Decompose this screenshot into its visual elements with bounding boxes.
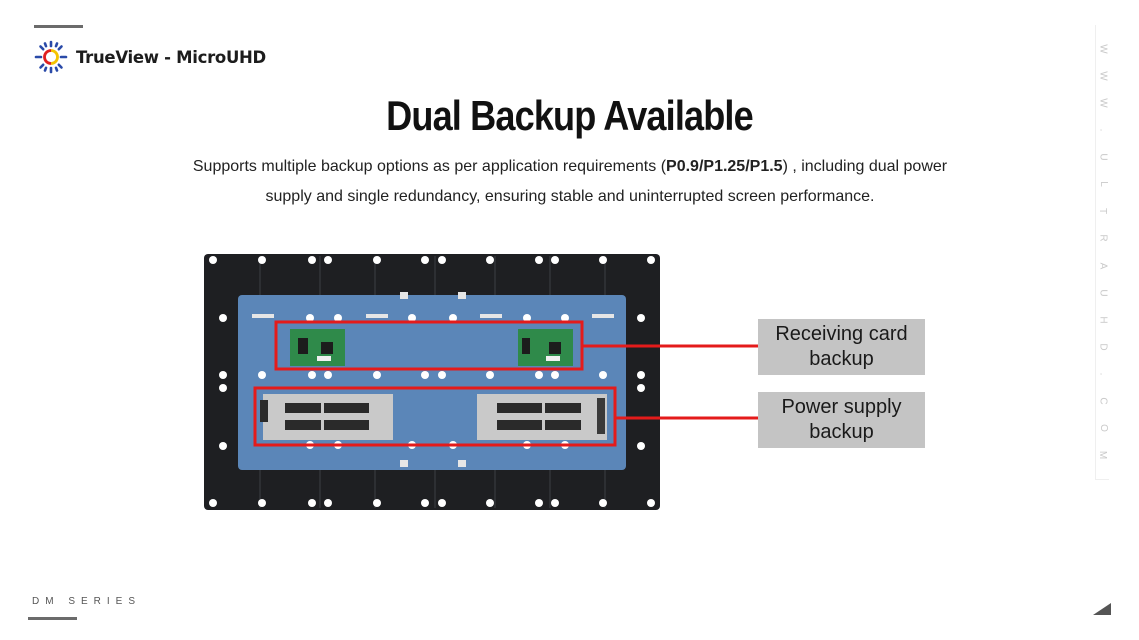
footer-divider	[28, 617, 77, 620]
url-char: U	[1097, 289, 1109, 297]
corner-triangle-icon	[1093, 603, 1111, 615]
url-char: O	[1097, 424, 1109, 433]
callout-line-1: Power supply	[781, 396, 902, 418]
sun-ring-logo-icon	[34, 40, 68, 74]
url-char: W	[1097, 98, 1109, 108]
vertical-website-url: W W W. U L T R A U H D. C O M	[1095, 25, 1109, 480]
url-char: W	[1097, 43, 1109, 54]
url-char: W	[1097, 70, 1109, 81]
url-char: D	[1097, 343, 1109, 351]
url-char: .	[1097, 372, 1109, 376]
receiving-card-left	[290, 329, 345, 366]
series-label: DM SERIES	[32, 596, 142, 607]
led-cabinet-figure	[200, 240, 670, 520]
url-char: A	[1097, 262, 1109, 269]
callout-receiving-card: Receiving card backup	[758, 319, 925, 375]
subtitle-text-2: ) , including dual power supply and sing…	[265, 158, 948, 205]
url-char: .	[1097, 128, 1109, 132]
brand-name: TrueView - MicroUHD	[76, 47, 266, 67]
callout-line-2: backup	[809, 348, 874, 370]
page-subtitle: Supports multiple backup options as per …	[190, 152, 950, 212]
url-char: L	[1097, 181, 1109, 187]
url-char: H	[1097, 316, 1109, 324]
power-supply-left	[260, 394, 393, 440]
subtitle-text-1: Supports multiple backup options as per …	[192, 158, 667, 175]
subtitle-pitch-values: P0.9/P1.25/P1.5	[666, 158, 783, 175]
url-char: R	[1097, 234, 1109, 243]
callout-line-2: backup	[809, 421, 874, 443]
brand-logo: TrueView - MicroUHD	[34, 40, 266, 74]
power-supply-right	[477, 394, 607, 440]
receiving-card-right	[518, 329, 573, 366]
top-divider	[34, 25, 83, 28]
cabinet-illustration	[204, 254, 660, 510]
url-char: U	[1097, 153, 1109, 161]
url-char: M	[1097, 451, 1109, 460]
callout-power-supply: Power supply backup	[758, 392, 925, 448]
callout-line-1: Receiving card	[775, 323, 908, 345]
page-title: Dual Backup Available	[386, 92, 754, 139]
url-char: C	[1097, 397, 1109, 405]
url-char: T	[1097, 208, 1109, 215]
